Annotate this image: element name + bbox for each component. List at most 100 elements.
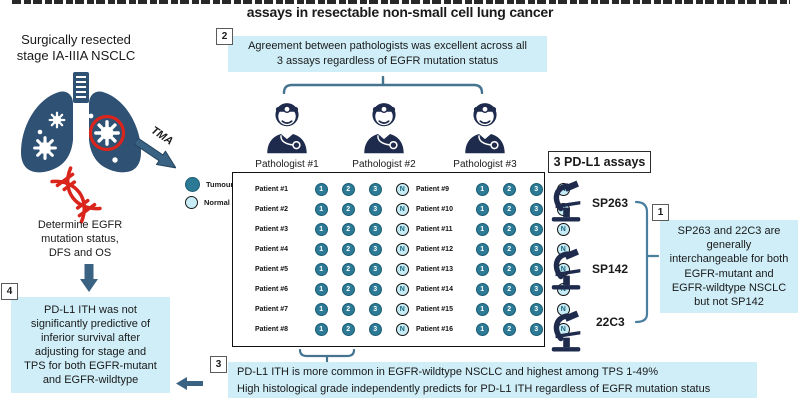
- pathologist-icon: [263, 92, 311, 158]
- tumour-core-dot: 3: [368, 242, 382, 257]
- microscope-icon: [548, 178, 586, 224]
- tumour-core-dot: 2: [341, 322, 355, 337]
- patient-label: Patient #13: [416, 265, 453, 273]
- egfr-note: Determine EGFR mutation status, DFS and …: [37, 219, 123, 259]
- patient-label: Patient #12: [416, 245, 453, 253]
- normal-dot-icon: [185, 196, 198, 209]
- tumour-core-dot: 2: [341, 202, 355, 217]
- finding1-box: SP263 and 22C3 are generally interchange…: [660, 220, 798, 313]
- finding1-number: 1: [652, 204, 669, 221]
- assay-22c3-label: 22C3: [596, 315, 625, 329]
- tumour-core-dot: 3: [368, 302, 382, 317]
- normal-core-dot: N: [395, 242, 409, 257]
- tumour-core-dot: 3: [529, 222, 543, 237]
- tumour-core-dot: 1: [314, 262, 328, 277]
- tumour-core-dot: 1: [314, 282, 328, 297]
- tumour-core-dot: 2: [502, 242, 516, 257]
- normal-core-dot: N: [395, 222, 409, 237]
- patient-label: Patient #11: [416, 225, 453, 233]
- tumour-core-dot: 1: [314, 242, 328, 257]
- patient-label: Patient #10: [416, 205, 453, 213]
- tumour-core-dot: 3: [529, 262, 543, 277]
- down-arrow-icon: [80, 264, 98, 292]
- left-arrow-icon: [176, 377, 203, 390]
- tumour-core-dot: 1: [475, 302, 489, 317]
- tumour-core-dot: 1: [314, 322, 328, 337]
- patient-core-group: Patient #10123N: [416, 202, 570, 217]
- pathologist-icon: [461, 92, 509, 158]
- tumour-core-dot: 1: [475, 182, 489, 197]
- pathologist-icon: [360, 92, 408, 158]
- finding3-box: PD-L1 ITH is more common in EGFR-wildtyp…: [228, 362, 757, 398]
- assay-sp142-label: SP142: [592, 262, 629, 276]
- tumour-core-dot: 1: [314, 222, 328, 237]
- tma-arrow-icon: [133, 137, 177, 169]
- tumour-core-dot: 3: [529, 202, 543, 217]
- tumour-dot-icon: [185, 177, 200, 192]
- tumour-core-dot: 3: [529, 322, 543, 337]
- tumour-core-dot: 1: [475, 202, 489, 217]
- tumour-core-dot: 1: [314, 202, 328, 217]
- pathologists-bracket: [282, 76, 484, 94]
- tma-transfer: TMA: [130, 124, 202, 180]
- tumour-core-dot: 2: [341, 262, 355, 277]
- tumour-core-dot: 2: [341, 282, 355, 297]
- tumour-core-dot: 2: [341, 182, 355, 197]
- finding4-box: PD-L1 ITH was not significantly predicti…: [11, 297, 170, 393]
- tumour-core-dot: 2: [502, 282, 516, 297]
- tumour-core-dot: 1: [314, 302, 328, 317]
- tumour-core-dot: 2: [502, 202, 516, 217]
- tumour-core-dot: 1: [475, 322, 489, 337]
- tumour-core-dot: 3: [368, 322, 382, 337]
- assays-count-box: 3 PD-L1 assays: [548, 151, 651, 173]
- tumour-core-dot: 1: [475, 282, 489, 297]
- highlight-circle: [88, 114, 126, 152]
- clipped-title-line: [12, 0, 790, 4]
- finding3-number: 3: [210, 356, 227, 373]
- patient-label: Patient #16: [416, 326, 453, 334]
- tumour-core-dot: 3: [368, 182, 382, 197]
- tumour-label: Tumour: [206, 180, 234, 189]
- finding2-box: Agreement between pathologists was excel…: [228, 36, 547, 72]
- tumour-core-dot: 3: [368, 262, 382, 277]
- tumour-core-dot: 2: [502, 322, 516, 337]
- tumour-core-dot: 1: [314, 182, 328, 197]
- tumour-core-dot: 3: [529, 282, 543, 297]
- microscope-icon: [548, 308, 586, 354]
- patient-label: Patient #8: [255, 326, 289, 334]
- normal-core-dot: N: [395, 262, 409, 277]
- resected-stage-label: Surgically resected stage IA-IIIA NSCLC: [16, 32, 136, 63]
- patient-label: Patient #4: [255, 245, 289, 253]
- tumour-core-dot: 3: [368, 282, 382, 297]
- tumour-gear-icon: [33, 136, 57, 160]
- tumour-core-dot: 3: [529, 302, 543, 317]
- patient-core-group: Patient #9123N: [416, 182, 570, 197]
- patient-label: Patient #9: [416, 185, 450, 193]
- tumour-core-dot: 3: [368, 222, 382, 237]
- microscope-icon: [548, 246, 586, 292]
- patient-label: Patient #14: [416, 286, 453, 294]
- normal-core-dot: N: [556, 222, 570, 237]
- tumour-core-dot: 2: [502, 262, 516, 277]
- pathologist-1-label: Pathologist #1: [255, 159, 319, 170]
- tumour-core-dot: 2: [502, 182, 516, 197]
- patient-label: Patient #2: [255, 205, 289, 213]
- pathologist-3-label: Pathologist #3: [453, 159, 517, 170]
- normal-label: Normal: [204, 198, 230, 207]
- normal-core-dot: N: [395, 202, 409, 217]
